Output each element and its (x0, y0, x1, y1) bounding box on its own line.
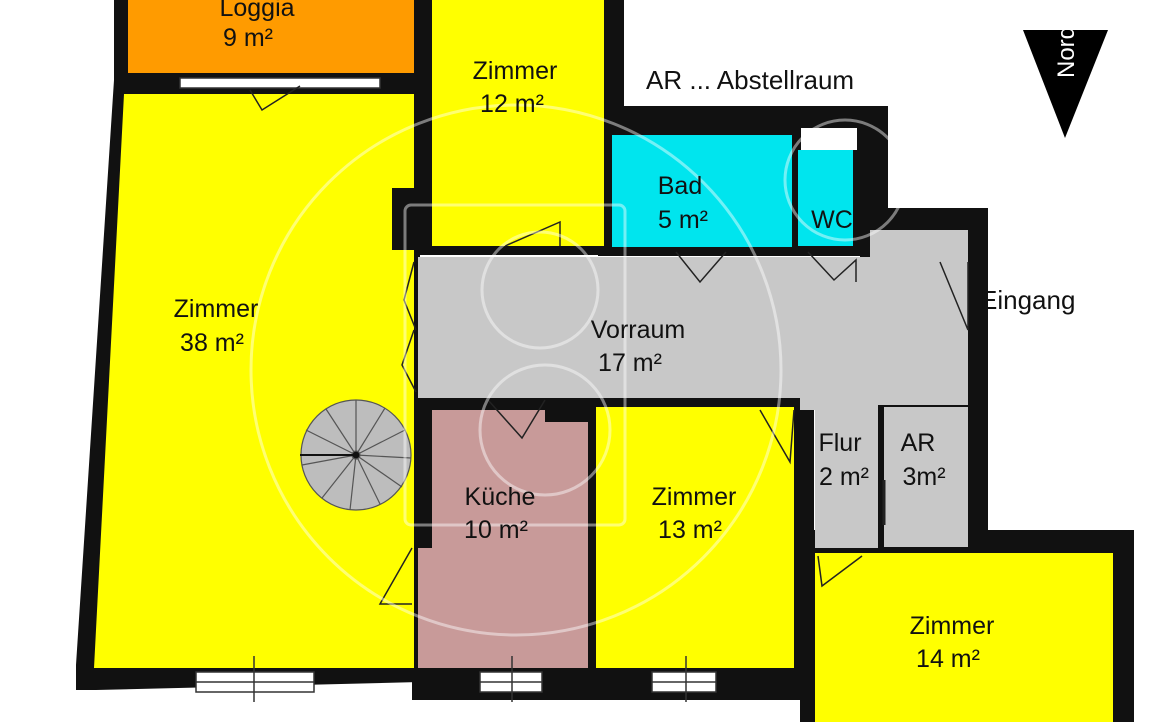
wc-white-bar (801, 128, 857, 150)
room-name: WC (811, 206, 853, 234)
doors (249, 85, 969, 605)
spiral-staircase (300, 399, 412, 511)
room-name: Vorraum (591, 316, 685, 344)
room-name: Zimmer (473, 57, 558, 85)
room-area: 38 m² (180, 329, 244, 357)
room-zimmer-12 (432, 0, 604, 246)
room-area: 2 m² (819, 463, 869, 491)
north-arrow: Norden (1023, 0, 1108, 138)
windows (179, 77, 717, 702)
room-area: 5 m² (658, 206, 708, 234)
watermark (249, 103, 907, 637)
room-name: Flur (818, 429, 861, 457)
room-flur (800, 398, 968, 548)
room-area: 17 m² (598, 349, 662, 377)
room-bad (612, 135, 792, 247)
room-name: Zimmer (910, 612, 995, 640)
room-area: 10 m² (464, 516, 528, 544)
room-loggia (128, 0, 414, 73)
legend-abstellraum: AR ... Abstellraum (646, 65, 854, 95)
north-label: Norden (1053, 0, 1080, 78)
north-arrow-icon (1023, 30, 1108, 138)
room-area: 14 m² (916, 645, 980, 673)
room-zimmer-38 (94, 94, 414, 668)
room-zimmer-13 (596, 407, 794, 668)
room-zimmer-14 (815, 553, 1113, 722)
room-area: 3m² (902, 463, 945, 491)
room-labels: Loggia 9 m² Zimmer 12 m² Zimmer 38 m² Ba… (174, 0, 995, 673)
room-name: Loggia (219, 0, 294, 22)
room-wc (798, 150, 853, 246)
room-area: 9 m² (223, 24, 273, 52)
rooms (94, 0, 1113, 722)
room-kueche (418, 410, 588, 668)
room-area: 13 m² (658, 516, 722, 544)
room-area: 12 m² (480, 90, 544, 118)
entrance-label: Eingang (980, 285, 1075, 315)
room-name: AR (901, 429, 936, 457)
room-name: Bad (658, 172, 702, 200)
room-name: Küche (465, 483, 536, 511)
room-name: Zimmer (174, 295, 259, 323)
room-ar (884, 407, 968, 547)
window-loggia (179, 77, 381, 89)
room-name: Zimmer (652, 483, 737, 511)
room-vorraum (418, 230, 968, 398)
